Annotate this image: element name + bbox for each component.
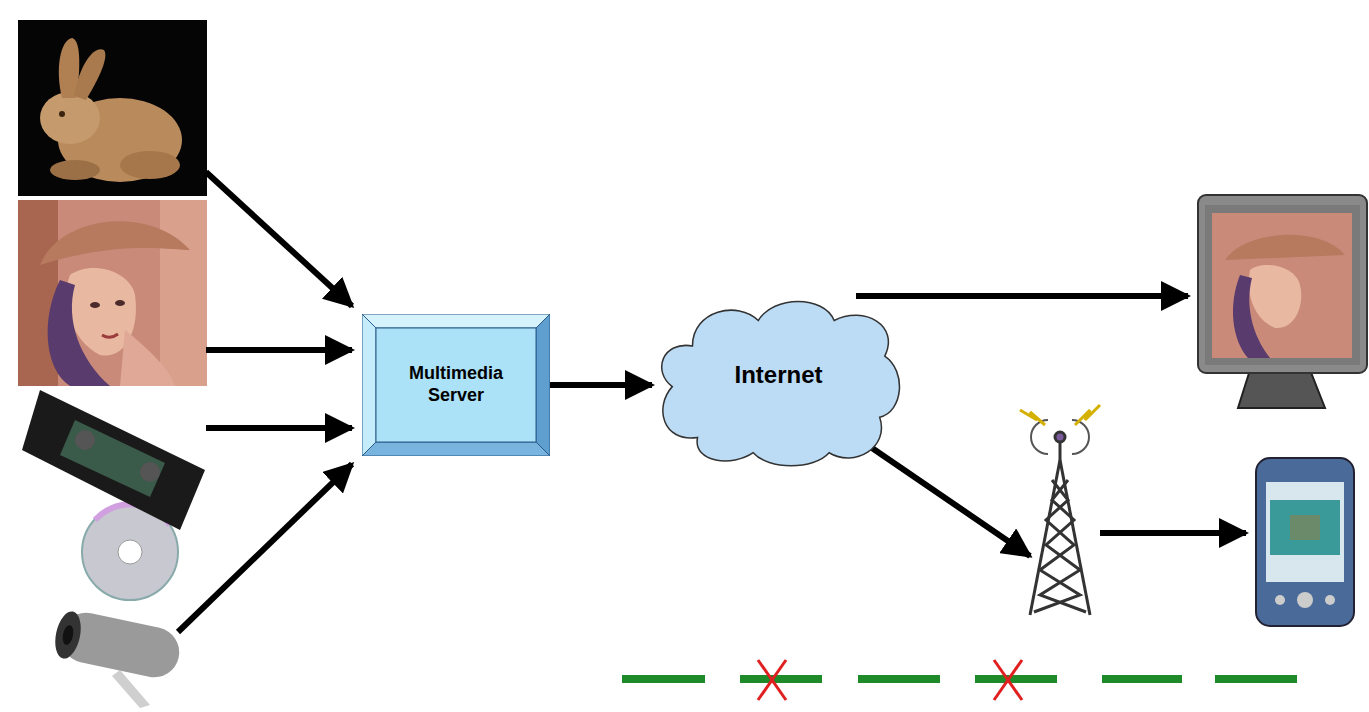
connector-arrow (550, 382, 652, 388)
node-label: Multimedia Server (397, 363, 515, 406)
phone-image (1256, 458, 1354, 626)
bunny-image (18, 20, 207, 196)
packet-stream (622, 675, 1297, 683)
server-box: Multimedia Server (362, 314, 550, 456)
node-label: Internet (679, 361, 879, 390)
input-arrows (178, 172, 352, 632)
tape-disc-image (22, 390, 205, 600)
portrait-image (18, 200, 207, 386)
webcam-image (51, 608, 184, 708)
tower-image (1020, 405, 1100, 615)
internet-cloud: Internet (652, 290, 905, 468)
loss-marks (758, 660, 1022, 700)
monitor-image (1198, 195, 1367, 408)
